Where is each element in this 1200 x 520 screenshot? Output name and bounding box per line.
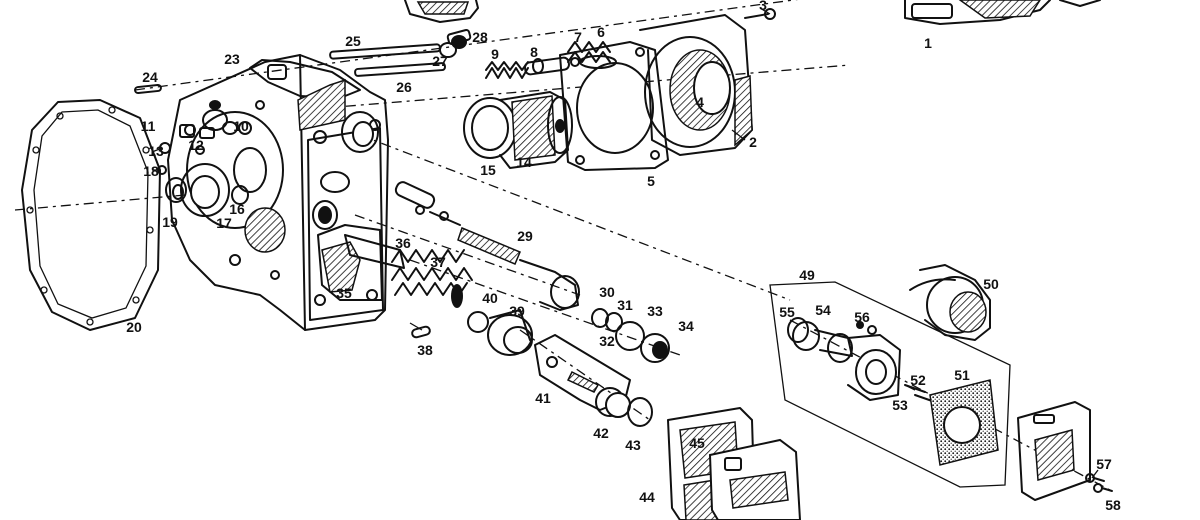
- top-block-part: [404, 0, 479, 23]
- callout-58: 58: [1105, 497, 1121, 513]
- callout-labels: 1 2 3 4 5 6 7 8 9 10 11 12 13 14 15 16 1…: [126, 0, 1121, 513]
- callout-20: 20: [126, 319, 142, 335]
- plate-and-cylinder-parts: [534, 334, 653, 427]
- top-cover-part: [904, 0, 1101, 25]
- regulator-subassembly: [769, 264, 1011, 488]
- callout-6: 6: [597, 24, 605, 40]
- rods-and-pins-parts: [134, 28, 472, 95]
- callout-36: 36: [395, 235, 411, 251]
- callout-12: 12: [188, 137, 204, 153]
- callout-40: 40: [482, 290, 498, 306]
- fitting-parts: [591, 308, 670, 363]
- callout-45: 45: [689, 435, 705, 451]
- small-pin-part: [411, 325, 431, 339]
- callout-32: 32: [599, 333, 615, 349]
- callout-54: 54: [815, 302, 831, 318]
- callout-23: 23: [224, 51, 240, 67]
- callout-51: 51: [954, 367, 970, 383]
- small-bushings-parts: [157, 121, 252, 205]
- callout-24: 24: [142, 69, 158, 85]
- callout-15: 15: [480, 162, 496, 178]
- callout-17: 17: [216, 215, 232, 231]
- callout-11: 11: [141, 118, 156, 134]
- leader-lines: [151, 7, 1099, 479]
- callout-27: 27: [432, 53, 448, 69]
- callout-41: 41: [535, 390, 551, 406]
- callout-29: 29: [517, 228, 533, 244]
- callout-30: 30: [599, 284, 615, 300]
- callout-5: 5: [647, 173, 655, 189]
- callout-43: 43: [625, 437, 641, 453]
- callout-14: 14: [516, 154, 532, 170]
- callout-53: 53: [892, 397, 908, 413]
- callout-37: 37: [430, 254, 446, 270]
- callout-34: 34: [678, 318, 694, 334]
- cap-and-ring-parts: [467, 309, 533, 356]
- main-housing-part: [167, 54, 389, 331]
- callout-55: 55: [779, 304, 795, 320]
- callout-42: 42: [593, 425, 609, 441]
- callout-44: 44: [639, 489, 655, 505]
- callout-52: 52: [910, 372, 926, 388]
- callout-16: 16: [229, 201, 245, 217]
- callout-57: 57: [1096, 456, 1112, 472]
- callout-7: 7: [574, 29, 582, 45]
- callout-18: 18: [143, 163, 159, 179]
- callout-9: 9: [491, 46, 499, 62]
- callout-28: 28: [472, 29, 488, 45]
- gasket-part: [21, 99, 161, 331]
- callout-2: 2: [749, 134, 757, 150]
- name-plate-part: [1017, 401, 1113, 501]
- callout-39: 39: [509, 303, 525, 319]
- callout-3: 3: [759, 0, 767, 13]
- shaft-spring-parts: [344, 234, 473, 308]
- callout-10: 10: [233, 118, 249, 134]
- callout-49: 49: [799, 267, 815, 283]
- callout-1: 1: [924, 35, 932, 51]
- flange-and-bearing-parts: [559, 8, 776, 171]
- callout-50: 50: [983, 276, 999, 292]
- cover-box-parts: [667, 407, 802, 520]
- callout-4: 4: [696, 94, 704, 110]
- callout-13: 13: [148, 143, 164, 159]
- callout-31: 31: [617, 297, 633, 313]
- callout-19: 19: [162, 214, 178, 230]
- callout-56: 56: [854, 309, 870, 325]
- callout-35: 35: [336, 285, 352, 301]
- callout-26: 26: [396, 79, 412, 95]
- control-rod-part: [394, 181, 580, 311]
- callout-8: 8: [530, 44, 538, 60]
- callout-33: 33: [647, 303, 663, 319]
- callout-38: 38: [417, 342, 433, 358]
- callout-25: 25: [345, 33, 361, 49]
